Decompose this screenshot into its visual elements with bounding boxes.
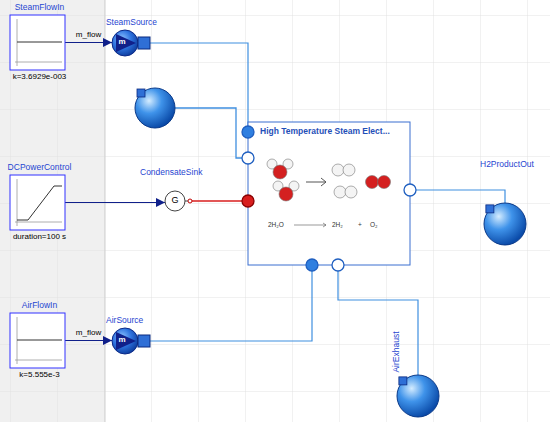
atom	[334, 186, 346, 198]
signal-connector	[65, 42, 112, 43]
signal-name: m_flow	[76, 329, 101, 338]
reaction-arrow	[294, 223, 326, 227]
fluid-wire	[175, 108, 242, 158]
source-port	[138, 37, 150, 49]
component-frame	[248, 122, 410, 265]
signal-name: m_flow	[76, 31, 101, 40]
atom	[378, 176, 391, 189]
plot-curve	[17, 186, 62, 220]
fluid-port	[242, 152, 254, 164]
block-frame	[10, 313, 65, 368]
electric-pin	[188, 199, 192, 203]
source-block: SteamFlowIn k=3.6929e-003	[6, 2, 76, 86]
plot-axis	[17, 179, 18, 226]
boundary-sink: H2ProductOut	[476, 160, 546, 248]
boundary-sphere	[397, 375, 439, 417]
power-source: CondensateSinkG	[140, 168, 216, 214]
panel-border	[105, 0, 106, 422]
block-name: DCPowerControl	[8, 163, 72, 172]
ramp-block: DCPowerControl duration=100 s	[6, 162, 76, 246]
fluid-port	[306, 259, 318, 271]
mass-flow-source: SteamSource m	[104, 18, 160, 62]
component-name: AirExhaust	[392, 331, 401, 372]
atom	[273, 165, 287, 179]
sphere-port	[486, 205, 494, 213]
reaction-arrow	[306, 178, 326, 186]
fluid-connector	[150, 271, 312, 341]
sphere-port	[399, 377, 407, 385]
fluid-port	[242, 195, 254, 207]
reaction-formula: O₂	[370, 221, 378, 228]
fluid-connector	[150, 43, 248, 126]
generator-letter: G	[171, 196, 178, 206]
atom	[332, 164, 344, 176]
plot-curve	[17, 42, 62, 43]
fluid-port	[242, 126, 254, 138]
source-port	[138, 335, 150, 347]
node-shape	[248, 122, 410, 265]
atom	[366, 176, 379, 189]
atom	[279, 187, 293, 201]
generator-symbol	[165, 191, 185, 211]
component-name: CondensateSink	[140, 168, 202, 177]
block-name: SteamFlowIn	[15, 3, 65, 12]
signal-connector	[65, 202, 165, 203]
reaction-formula: 2H₂O	[268, 221, 284, 228]
component-name: AirSource	[106, 316, 143, 325]
block-frame	[10, 15, 65, 70]
reaction-formula: 2H₂	[332, 221, 343, 228]
fluid-connector	[416, 190, 505, 203]
component-name: H2ProductOut	[480, 160, 534, 169]
source-triangle	[116, 34, 136, 52]
source-block: AirFlowIn k=5.555e-3	[6, 300, 76, 384]
source-symbol: m	[118, 38, 125, 47]
fluid-connector	[338, 271, 418, 375]
parameter-value: k=5.555e-3	[19, 371, 59, 380]
component-name: SteamSource	[106, 18, 157, 27]
mass-flow-source: AirSource m	[104, 316, 160, 360]
fluid-connector	[192, 200, 242, 202]
component-title: High Temperature Steam Elect...	[260, 127, 390, 136]
source-symbol: m	[118, 336, 125, 345]
fluid-port	[332, 259, 344, 271]
electrolyser-component: High Temperature Steam Elect... 2H₂O 2H₂ + O…	[248, 122, 410, 265]
atom	[345, 186, 357, 198]
fluid-port	[404, 184, 416, 196]
boundary-sphere	[484, 203, 526, 245]
block-name: AirFlowIn	[22, 301, 57, 310]
parameter-value: k=3.6929e-003	[13, 73, 67, 82]
plot-axis	[15, 360, 62, 361]
parameter-value: duration=100 s	[13, 233, 66, 242]
sphere-port	[137, 89, 145, 97]
reaction-formula: +	[358, 221, 362, 228]
node-shape	[476, 160, 546, 248]
boundary-sphere	[135, 88, 175, 128]
source-triangle	[116, 332, 136, 350]
source-body	[112, 30, 138, 56]
source-body	[112, 328, 138, 354]
block-frame	[10, 175, 65, 230]
signal-connector	[65, 340, 112, 341]
plot-axis	[15, 62, 62, 63]
plot-axis	[15, 222, 62, 223]
boundary-sink: AirExhaust	[386, 322, 444, 419]
plot-curve	[17, 340, 62, 341]
atom	[343, 164, 355, 176]
